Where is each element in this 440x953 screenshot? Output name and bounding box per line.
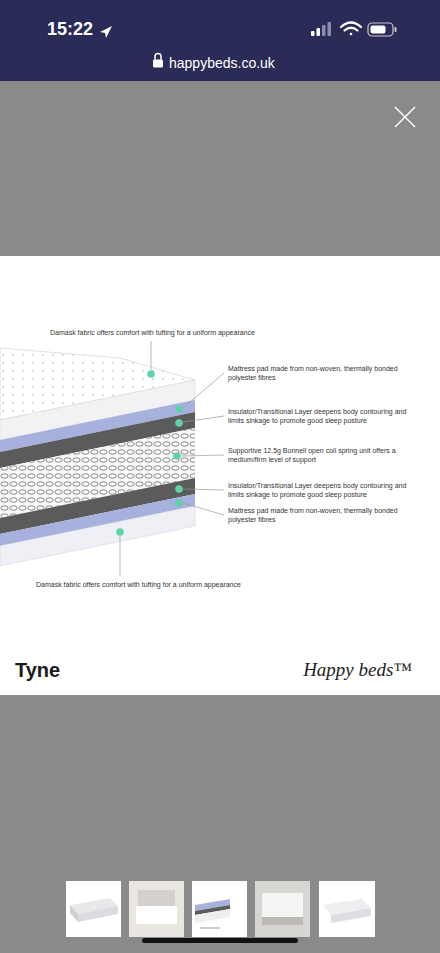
mattress-illustration bbox=[0, 348, 195, 566]
status-bar bbox=[0, 0, 440, 81]
callout-dot bbox=[116, 370, 183, 536]
close-icon bbox=[395, 107, 415, 127]
location-icon bbox=[100, 26, 112, 38]
callout-label: Mattress pad made from non-woven, therma… bbox=[228, 364, 410, 382]
wifi-icon bbox=[341, 23, 361, 36]
home-indicator bbox=[142, 938, 298, 943]
thumbnail-strip bbox=[66, 881, 375, 937]
battery-icon bbox=[368, 23, 397, 36]
brand-logo: Happy beds™ bbox=[303, 658, 412, 683]
callout-label: Insulator/Transitional Layer deepens bod… bbox=[228, 407, 410, 425]
callout-label: Supportive 12.5g Bonnell open coil sprin… bbox=[228, 446, 410, 464]
clock-time: 15:22 bbox=[47, 18, 93, 41]
product-name: Tyne bbox=[15, 657, 60, 683]
callout-label: Insulator/Transitional Layer deepens bod… bbox=[228, 481, 410, 499]
callout-label: Damask fabric offers comfort with tuftin… bbox=[50, 328, 320, 337]
lock-icon bbox=[153, 54, 163, 68]
image-panel bbox=[0, 256, 440, 695]
overlay bbox=[0, 81, 440, 953]
callout-label: Mattress pad made from non-woven, therma… bbox=[228, 506, 410, 524]
leader-line bbox=[120, 341, 224, 576]
callout-label: Damask fabric offers comfort with tuftin… bbox=[36, 580, 306, 589]
url-text: happybeds.co.uk bbox=[169, 54, 275, 72]
signal-icon bbox=[311, 22, 331, 36]
